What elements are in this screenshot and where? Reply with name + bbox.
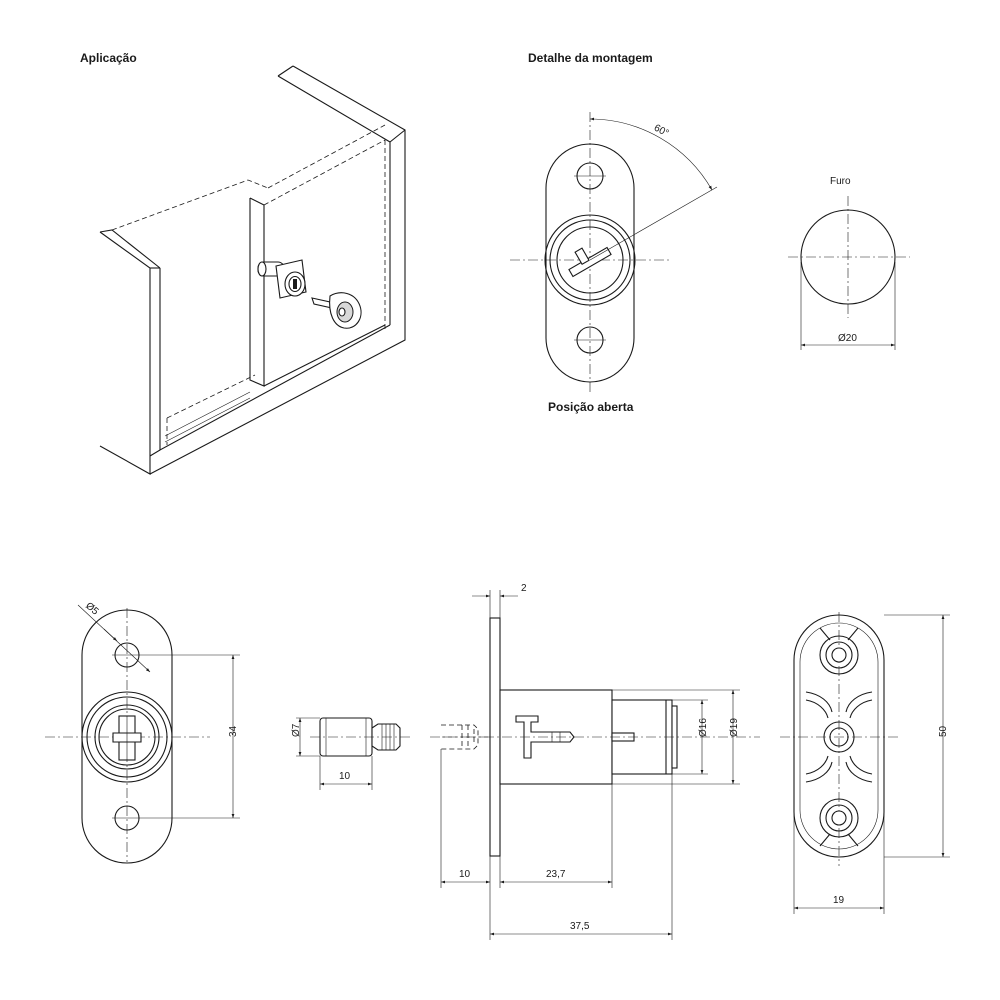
assembly-detail-view: 60° <box>510 112 718 392</box>
front-length-label: 10 <box>459 869 471 880</box>
front-height-label: 34 <box>228 725 239 737</box>
pin-view: Ø7 10 <box>291 717 410 790</box>
pin-length-label: 10 <box>339 771 351 782</box>
flange-thickness-label: 2 <box>521 583 527 594</box>
back-view: 50 19 <box>780 612 950 914</box>
key-illustration <box>311 292 362 329</box>
assembly-detail-heading: Detalhe da montagem <box>528 51 653 65</box>
application-illustration <box>99 65 406 475</box>
open-position-heading: Posição aberta <box>548 400 634 414</box>
lock-illustration <box>257 259 307 299</box>
hole-label: Furo <box>830 176 851 187</box>
front-view: Ø5 34 <box>45 600 240 864</box>
pin-diameter-label: Ø7 <box>291 723 302 737</box>
back-height-label: 50 <box>938 725 949 737</box>
back-width-label: 19 <box>833 895 845 906</box>
side-view: 2 Ø16 Ø19 10 23,7 37,5 <box>430 583 760 940</box>
application-heading: Aplicação <box>80 51 137 65</box>
body-length-label: 23,7 <box>546 869 566 880</box>
outer-diameter-label: Ø19 <box>729 718 740 737</box>
total-length-label: 37,5 <box>570 921 590 932</box>
hole-diameter-label: Ø20 <box>838 333 857 344</box>
inner-diameter-label: Ø16 <box>698 718 709 737</box>
hole-view: Furo Ø20 <box>788 176 910 350</box>
front-hole-diameter-label: Ø5 <box>83 600 101 617</box>
angle-label: 60° <box>652 123 671 140</box>
